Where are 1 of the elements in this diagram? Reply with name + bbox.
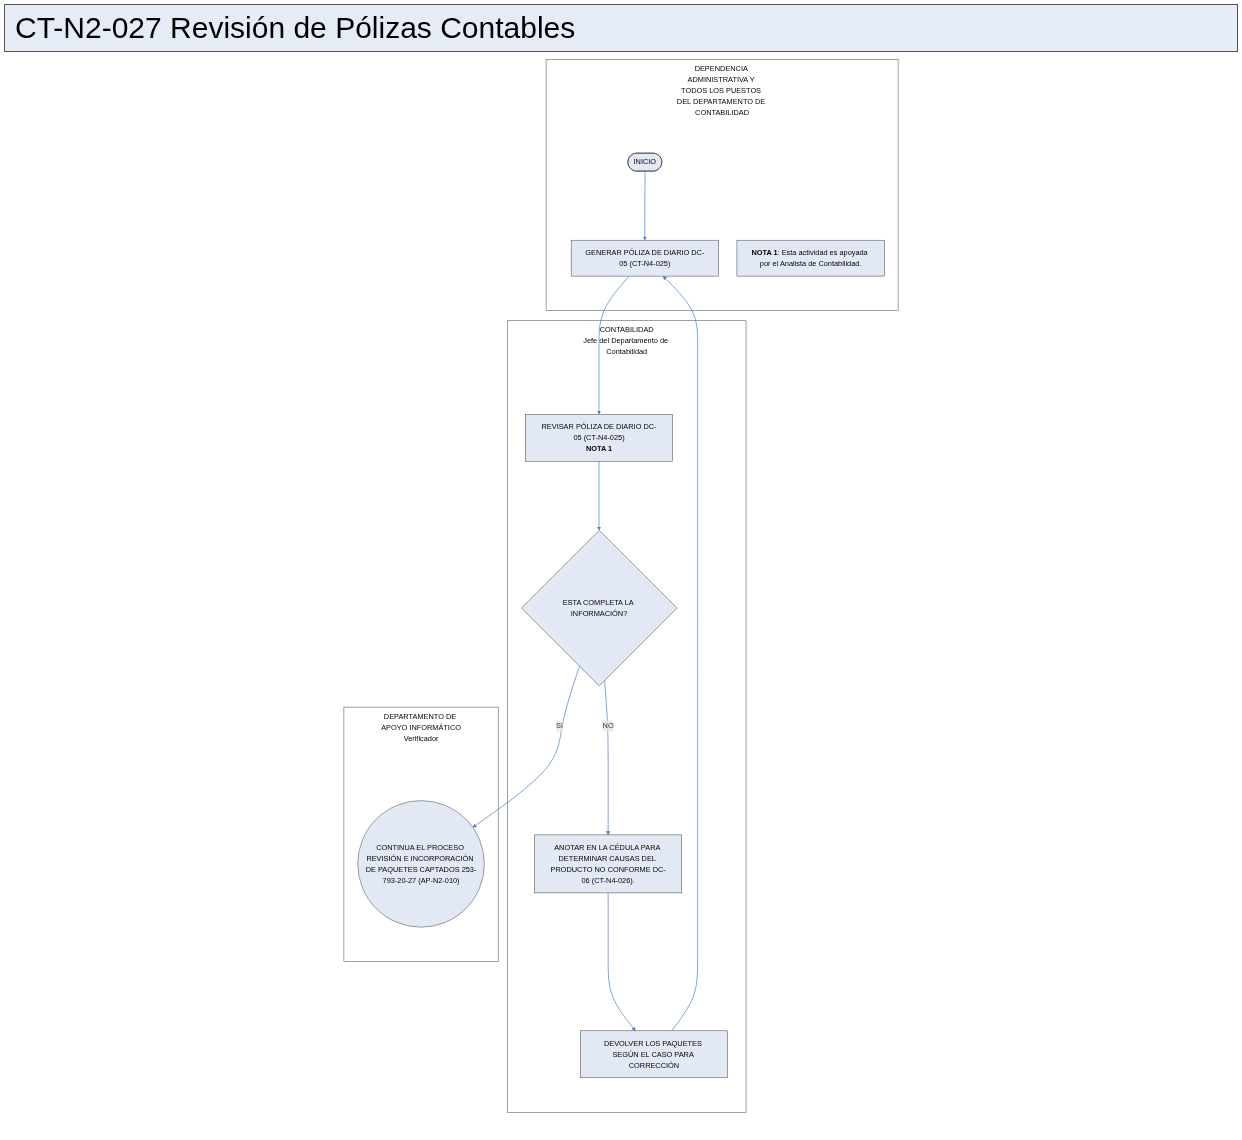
diagram-title: CT-N2-027 Revisión de Pólizas Contables <box>4 4 1238 52</box>
